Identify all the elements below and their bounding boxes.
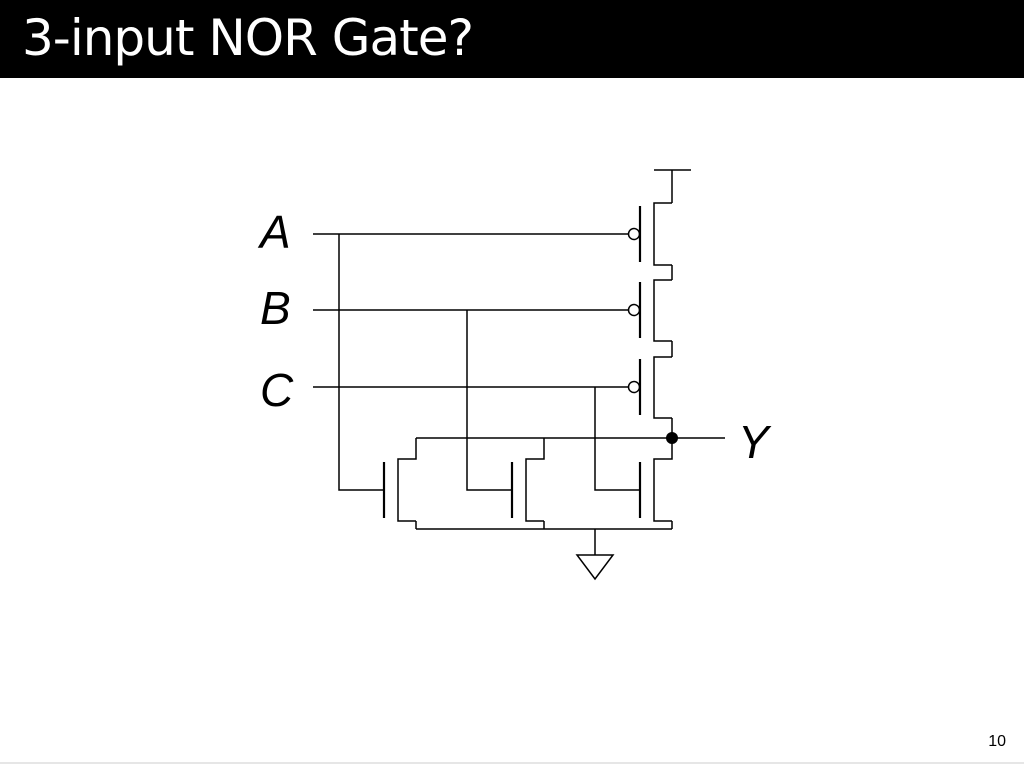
nmos-b bbox=[510, 438, 545, 522]
pmos-b bbox=[627, 279, 672, 342]
nmos-c bbox=[638, 438, 673, 522]
footer-divider bbox=[0, 762, 1024, 764]
pmos-c bbox=[627, 356, 672, 419]
inverting-bubble-a bbox=[627, 227, 641, 241]
output-node bbox=[416, 432, 725, 444]
title-bar: 3-input NOR Gate? bbox=[0, 0, 1024, 78]
vdd-symbol bbox=[654, 169, 691, 203]
input-label-a: A bbox=[257, 206, 291, 258]
ground-icon bbox=[575, 529, 615, 581]
pmos-stack bbox=[627, 202, 673, 438]
input-wires bbox=[313, 233, 628, 388]
tap-b bbox=[466, 310, 512, 491]
output-label-y: Y bbox=[738, 416, 772, 468]
input-label-c: C bbox=[260, 364, 294, 416]
pmos-a bbox=[627, 202, 672, 266]
inverting-bubble-b bbox=[627, 303, 641, 317]
input-label-b: B bbox=[260, 282, 291, 334]
nmos-parallel bbox=[382, 438, 673, 530]
inverting-bubble-c bbox=[627, 380, 641, 394]
tap-c bbox=[594, 387, 640, 491]
slide-title: 3-input NOR Gate? bbox=[22, 9, 474, 67]
tap-a bbox=[338, 234, 384, 491]
page-number: 10 bbox=[988, 733, 1006, 750]
nmos-a bbox=[382, 438, 417, 522]
gate-taps bbox=[338, 234, 640, 491]
